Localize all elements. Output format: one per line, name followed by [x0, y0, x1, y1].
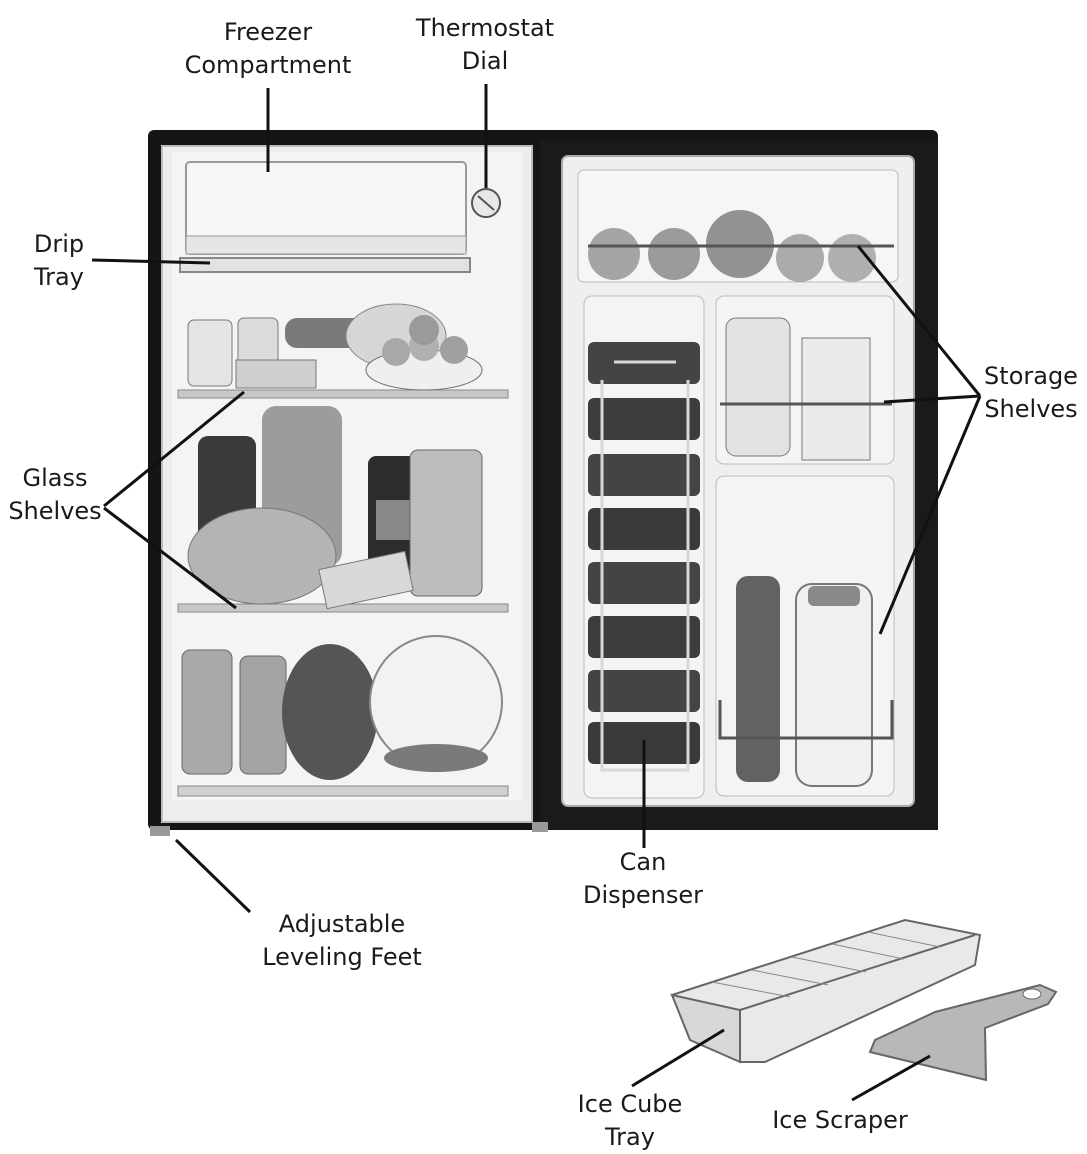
label-can-dispenser-line1: Can — [619, 848, 667, 876]
leader-storage-shelves-bottom — [878, 395, 982, 635]
label-ice-cube-tray-line1: Ice Cube — [577, 1090, 683, 1118]
leader-storage-shelves-top — [856, 245, 982, 397]
ice-cube-tray — [670, 918, 982, 1064]
leader-glass-shelves-bottom — [103, 506, 237, 610]
food-items — [181, 303, 503, 780]
label-leveling-feet-line1: Adjustable — [278, 910, 406, 938]
leader-ice-scraper — [851, 1054, 931, 1102]
label-glass-shelves: Glass Shelves — [0, 462, 110, 528]
can-dispenser — [588, 342, 700, 772]
label-thermostat-line1: Thermostat — [415, 14, 555, 42]
leader-ice-cube-tray — [631, 1028, 725, 1088]
leveling-foot — [150, 822, 548, 836]
label-leveling-feet-line2: Leveling Feet — [262, 943, 422, 971]
label-storage-shelves-line1: Storage — [984, 362, 1078, 390]
label-ice-cube-tray: Ice Cube Tray — [560, 1088, 700, 1154]
thermostat-dial — [471, 188, 501, 218]
label-glass-shelves-line1: Glass — [22, 464, 88, 492]
label-drip-tray-line2: Tray — [34, 263, 84, 291]
label-storage-shelves-line2: Shelves — [984, 395, 1078, 423]
leader-lines — [91, 84, 982, 1102]
label-freezer-compartment: Freezer Compartment — [178, 16, 358, 82]
leader-leveling-feet — [174, 838, 252, 914]
leader-storage-shelves-middle — [883, 394, 981, 404]
label-drip-tray-line1: Drip — [33, 230, 85, 258]
label-ice-scraper-line1: Ice Scraper — [772, 1106, 908, 1134]
label-storage-shelves: Storage Shelves — [976, 360, 1086, 426]
label-freezer-line1: Freezer — [223, 18, 313, 46]
label-thermostat-dial: Thermostat Dial — [410, 12, 560, 78]
ice-scraper — [868, 983, 1058, 1082]
label-thermostat-line2: Dial — [461, 47, 509, 75]
label-freezer-line2: Compartment — [184, 51, 352, 79]
label-ice-scraper: Ice Scraper — [760, 1104, 920, 1137]
label-drip-tray: Drip Tray — [14, 228, 104, 294]
label-ice-cube-tray-line2: Tray — [605, 1123, 655, 1151]
label-leveling-feet: Adjustable Leveling Feet — [250, 908, 434, 974]
drip-tray — [179, 257, 471, 273]
leader-drip-tray — [91, 258, 211, 265]
freezer-compartment — [185, 161, 467, 255]
leader-glass-shelves-top — [103, 390, 245, 508]
label-can-dispenser: Can Dispenser — [568, 846, 718, 912]
label-can-dispenser-line2: Dispenser — [583, 881, 703, 909]
label-glass-shelves-line2: Shelves — [8, 497, 102, 525]
